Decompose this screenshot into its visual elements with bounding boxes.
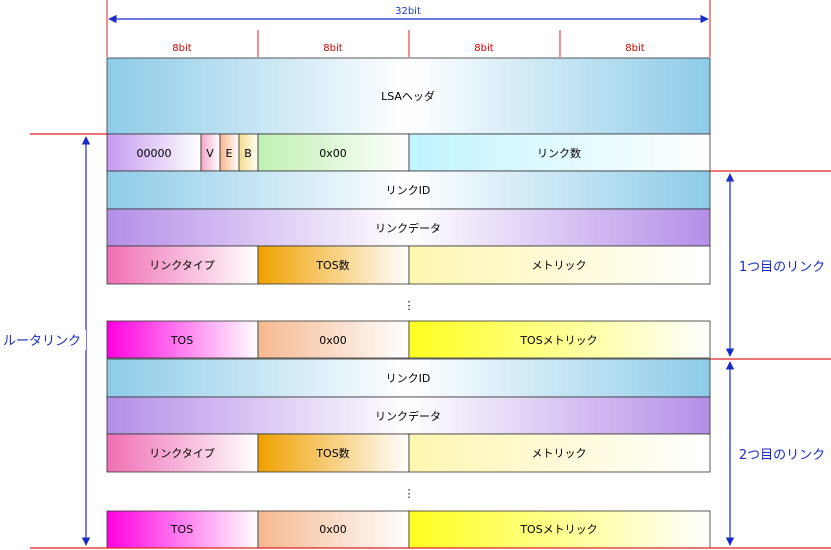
lsa-header-label: LSAヘッダ (381, 89, 435, 103)
link-2-tos-label: TOS (170, 523, 193, 536)
link-1-tos-label: TOS (170, 334, 193, 347)
link-2-tos-padding-label: 0x00 (319, 523, 347, 536)
link-2-metric-label: メトリック (532, 447, 587, 460)
v-bit-label: V (206, 147, 214, 160)
flags-padding-label: 0x00 (319, 147, 347, 160)
link-2-data-field (106, 396, 711, 435)
link-1-tos-count-label: TOS数 (315, 259, 349, 272)
second-link-span: 2つ目のリンク (725, 361, 830, 546)
b-bit-label: B (244, 147, 252, 160)
flags-padding-field (257, 133, 410, 172)
link-1-metric-field (408, 245, 711, 285)
link-1-id-label: リンクID (386, 184, 431, 197)
link-1-metric-label: メトリック (532, 259, 587, 272)
link-2-tos-field (106, 510, 259, 549)
link-1-tos-padding-label: 0x00 (319, 334, 347, 347)
link-2-tos-metric-label: TOSメトリック (519, 523, 597, 536)
link-2-data-label: リンクデータ (375, 409, 441, 423)
link-2-group: リンクID リンクデータ リンクタイプ TOS数 メトリック ⋮ TOS 0x0… (106, 358, 711, 549)
link-2-id-label: リンクID (386, 372, 431, 385)
link-1-data-label: リンクデータ (375, 221, 441, 235)
e-bit-label: E (226, 147, 233, 160)
zeros-label: 00000 (137, 147, 172, 160)
second-link-label: 2つ目のリンク (739, 448, 825, 463)
byte-label-2: 8bit (323, 43, 342, 54)
link-2-id-field (106, 358, 711, 398)
link-1-tos-count-field (257, 245, 410, 285)
link-2-metric-field (408, 433, 711, 473)
router-link-span: ルータリンク (2, 136, 91, 546)
first-link-label: 1つ目のリンク (739, 260, 825, 275)
byte-label-1: 8bit (172, 43, 191, 54)
link-2-tos-padding-field (257, 510, 410, 549)
width-32bit-label: 32bit (395, 6, 421, 17)
router-link-label: ルータリンク (3, 334, 81, 349)
link-1-tos-padding-field (257, 320, 410, 359)
link-2-tos-count-label: TOS数 (315, 447, 349, 460)
link-1-tos-metric-label: TOSメトリック (519, 334, 597, 347)
link-2-tos-metric-field (408, 510, 711, 549)
link-1-type-label: リンクタイプ (149, 259, 215, 272)
link-1-tos-field (106, 320, 259, 359)
byte-label-3: 8bit (474, 43, 493, 54)
link-1-tos-metric-field (408, 320, 711, 359)
link-1-group: リンクID リンクデータ リンクタイプ TOS数 メトリック ⋮ TOS 0x0… (106, 170, 711, 359)
boundary-lines (30, 133, 831, 549)
link-2-type-field (106, 433, 259, 473)
flags-row: 00000 V E B 0x00 リンク数 (106, 133, 711, 172)
link-count-field (408, 133, 711, 172)
first-link-span: 1つ目のリンク (725, 173, 830, 357)
link-2-type-label: リンクタイプ (149, 447, 215, 460)
link-count-label: リンク数 (537, 147, 581, 160)
byte-label-4: 8bit (625, 43, 644, 54)
lsa-header-field (106, 57, 711, 135)
link-1-type-field (106, 245, 259, 285)
link-2-ellipsis: ⋮ (404, 487, 415, 500)
bit-width-annotation: 32bit 8bit 8bit 8bit 8bit (106, 0, 711, 57)
link-1-ellipsis: ⋮ (404, 299, 415, 312)
